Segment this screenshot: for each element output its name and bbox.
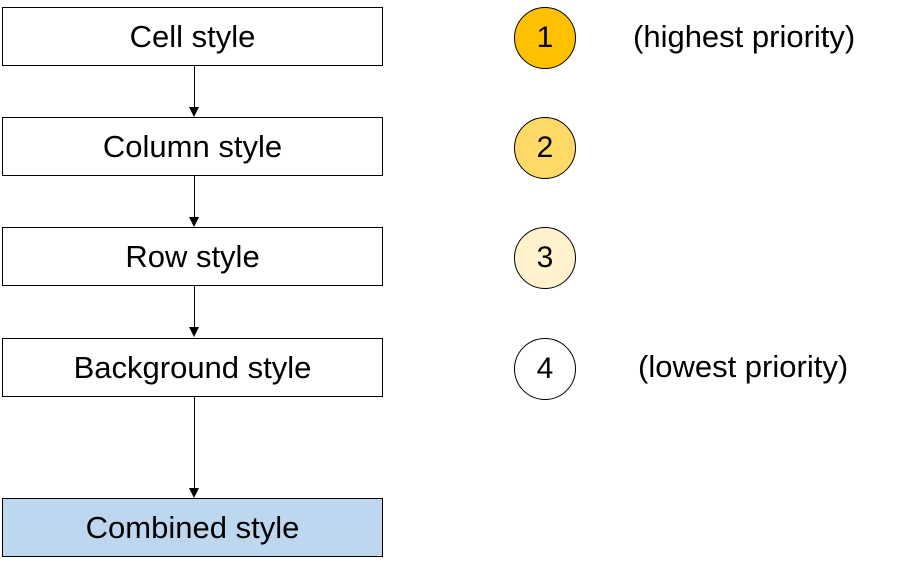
priority-rank: 4 xyxy=(536,352,554,385)
connector-line xyxy=(194,286,195,328)
cell-style-box: Cell style xyxy=(2,7,383,66)
column-style-label: Column style xyxy=(102,128,283,164)
cell-style-label: Cell style xyxy=(129,18,256,54)
row-style-box: Row style xyxy=(2,227,383,286)
connector-line xyxy=(194,66,195,108)
column-style-box: Column style xyxy=(2,117,383,176)
arrow-down-icon xyxy=(189,217,199,227)
arrow-down-icon xyxy=(189,488,199,498)
highest-priority-note: (highest priority) xyxy=(633,19,856,54)
priority-badge-3: 3 xyxy=(514,227,576,289)
lowest-priority-note: (lowest priority) xyxy=(638,349,849,384)
priority-rank: 3 xyxy=(536,241,554,274)
combined-style-label: Combined style xyxy=(85,509,300,545)
priority-badge-2: 2 xyxy=(514,117,576,179)
priority-badge-1: 1 xyxy=(514,7,576,69)
priority-rank: 2 xyxy=(536,131,554,164)
combined-style-box: Combined style xyxy=(2,498,383,557)
row-style-label: Row style xyxy=(125,238,260,274)
priority-rank: 1 xyxy=(536,21,554,54)
connector-line xyxy=(194,397,195,489)
arrow-down-icon xyxy=(189,107,199,117)
arrow-down-icon xyxy=(189,327,199,337)
background-style-box: Background style xyxy=(2,338,383,397)
priority-badge-4: 4 xyxy=(514,338,576,400)
background-style-label: Background style xyxy=(73,349,312,385)
connector-line xyxy=(194,176,195,218)
